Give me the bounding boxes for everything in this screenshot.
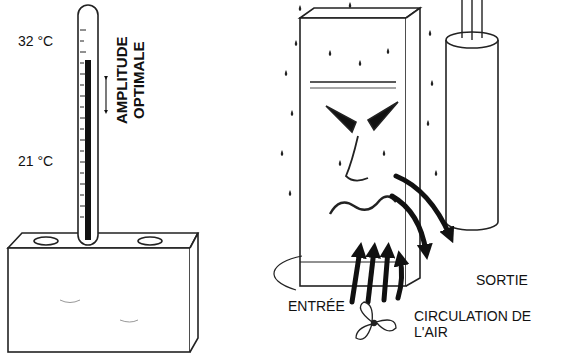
airflow-label: CIRCULATION DE L'AIR	[414, 308, 554, 340]
cylinder	[446, 0, 498, 230]
thermometer	[78, 5, 106, 245]
sweat-drops	[281, 2, 438, 196]
cabinet	[300, 8, 420, 286]
temperature-label: 21 °C	[18, 153, 74, 169]
inlet-label: ENTRÉE	[288, 298, 358, 314]
fan	[356, 302, 396, 339]
battery-box	[8, 233, 198, 352]
range-label: AMPLITUDE OPTIMALE	[113, 25, 148, 135]
airflow-arrows	[352, 176, 450, 302]
cord	[274, 256, 302, 290]
outlet-label: SORTIE	[476, 272, 556, 288]
temperature-label: 32 °C	[18, 33, 74, 49]
